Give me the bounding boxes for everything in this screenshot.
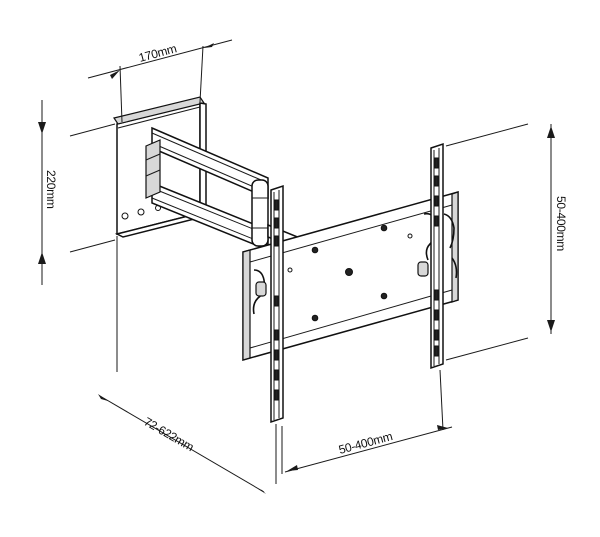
label-220mm: 220mm xyxy=(44,170,58,209)
left-vertical-bracket xyxy=(270,184,284,424)
dimension-vesa-horizontal: 50-400mm xyxy=(281,369,453,474)
right-vertical-bracket xyxy=(430,142,444,370)
label-50-400mm-vertical: 50-400mm xyxy=(554,196,568,251)
dimension-vesa-vertical: 50-400mm xyxy=(445,123,568,361)
label-72-622mm: 72-622mm xyxy=(142,414,197,454)
tv-mounting-plate xyxy=(242,191,459,361)
label-50-400mm-horizontal: 50-400mm xyxy=(337,429,394,457)
dimension-wall-plate-height: 220mm xyxy=(38,100,116,285)
label-170mm: 170mm xyxy=(137,41,178,65)
